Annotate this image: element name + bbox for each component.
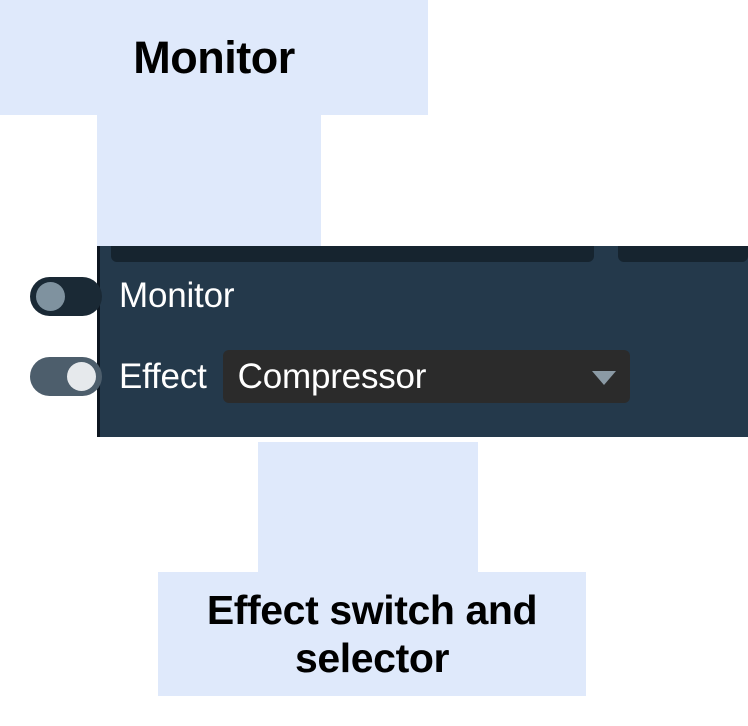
effect-callout-label: Effect switch and selector [206,586,538,681]
monitor-callout-label: Monitor [133,31,295,83]
clipped-field-above-side[interactable] [618,246,748,262]
monitor-row-label: Monitor [119,276,235,315]
monitor-row: Monitor [30,276,235,316]
effect-toggle-knob [67,362,96,391]
clipped-field-above-main[interactable] [111,246,594,262]
arrow-down-head [97,149,321,256]
arrow-down-icon [97,114,321,256]
effect-select-dropdown[interactable]: Compressor [222,350,630,403]
effect-select-value: Compressor [237,356,427,396]
arrow-up-icon [258,442,478,580]
panel-left-edge [97,246,100,437]
effect-row: Effect Compressor [30,350,630,403]
effect-toggle-switch[interactable] [30,357,102,396]
chevron-down-icon[interactable] [591,370,616,385]
audio-settings-panel [97,246,748,437]
arrow-up-head [258,442,478,540]
monitor-toggle-knob [36,281,65,311]
effect-row-label: Effect [119,356,207,396]
monitor-callout-box: Monitor [0,0,428,115]
monitor-toggle-switch[interactable] [30,276,102,316]
arrow-down-shaft [175,114,245,150]
effect-callout-box: Effect switch and selector [158,572,586,696]
